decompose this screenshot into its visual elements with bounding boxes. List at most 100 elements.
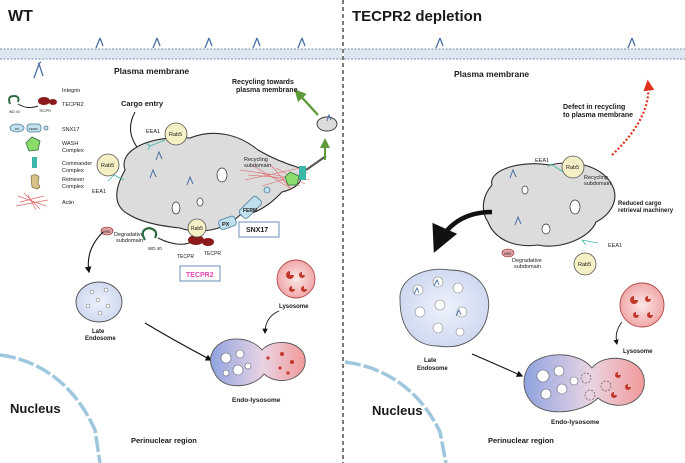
fusion-arrow-left (144, 322, 213, 361)
legend: Integrin WD 40 TECPR TECPR2 PX FERM SNX1… (8, 61, 92, 211)
degradation-arrow-right (432, 209, 493, 253)
legend-px: PX (15, 127, 19, 131)
degradative-subdomain-right-2: subdomain (514, 264, 541, 270)
legend-retriever-2: Complex (62, 184, 84, 190)
recycling-towards-1: Recycling towards (232, 79, 294, 86)
rab5-left-label: Rab5 (101, 163, 114, 169)
endo-lysosome-right (523, 354, 645, 413)
endo-lysosome-right-vesicles (536, 365, 579, 400)
nucleus-right-label: Nucleus (372, 403, 423, 418)
legend-tecpr2: TECPR2 (62, 102, 84, 108)
membrane-integrins (95, 37, 636, 49)
perinuclear-right-label: Perinuclear region (488, 436, 554, 445)
endo-lysosome-left (210, 338, 306, 387)
legend-commander-2: Complex (62, 168, 84, 174)
tecpr2-snx17-complex (141, 186, 271, 246)
lysosome-arrow-left (262, 310, 280, 335)
late-endosome-left-vesicles (85, 287, 111, 316)
degradative-subdomain-1: Degradative (114, 232, 144, 238)
lysosome-left (276, 259, 316, 299)
legend-wash-2: Complex (62, 148, 84, 154)
eea1-left: EEA1 (92, 189, 106, 195)
reduced-retrieval-1: Reduced cargo (618, 201, 662, 207)
tecpr2-box (179, 265, 221, 282)
plasma-membrane-right (344, 48, 685, 60)
perinuclear-left-label: Perinuclear region (131, 436, 197, 445)
late-endosome-right-2: Endosome (417, 366, 448, 372)
late-endosome-left-2: Endosome (85, 336, 116, 342)
recycling-subdomain-right-1: Recycling (584, 175, 608, 181)
eea1-bottom-right: EEA1 (608, 243, 622, 249)
commander-complex-icon (32, 157, 37, 168)
legend-ferm: FERM (29, 127, 38, 131)
rab5-top-right (561, 155, 585, 179)
wd40-left: WD 40 (148, 246, 162, 251)
legend-retriever-1: Retriever (62, 177, 84, 183)
endosome-vesicles-right (521, 185, 581, 235)
rab5-top-left (164, 122, 188, 146)
tecpr-label-a: TECPR (177, 254, 194, 260)
cargo-entry-label: Cargo entry (121, 99, 164, 108)
ferm-label: FERM (243, 208, 257, 214)
recycling-towards-2: plasma membrane (236, 87, 298, 94)
reduced-retrieval-2: retrieval machinery (618, 208, 674, 214)
fusion-arrow-right (471, 353, 524, 377)
actin-icon (15, 192, 49, 211)
integrin-icon (33, 61, 44, 79)
lysosome-left-label: Lysosome (279, 304, 309, 310)
hrs-left (100, 226, 114, 236)
eea1-top-left: EEA1 (146, 129, 160, 135)
lysosome-arrow-right (613, 321, 623, 346)
rab5-top-right-label: Rab5 (566, 165, 579, 171)
endosome-vesicles-left (171, 167, 228, 215)
defect-recycling-2: to plasma membrane (563, 112, 633, 119)
endo-lysosome-right-dashed (580, 372, 612, 401)
plasma-membrane-label-left: Plasma membrane (114, 66, 189, 76)
right-panel-title: TECPR2 depletion (352, 8, 482, 25)
late-endosome-right-1: Late (424, 358, 437, 364)
snx17-icon (9, 123, 49, 133)
nucleus-left-label: Nucleus (10, 401, 61, 416)
hrs-right-label: HRS (504, 252, 512, 256)
legend-commander-1: Commander (62, 161, 92, 167)
hrs-left-label: HRS (103, 230, 111, 234)
tecpr-label-b: TECPR (204, 251, 221, 257)
endo-lysosome-right-content (611, 372, 631, 398)
tecpr2-icon (8, 94, 57, 109)
endo-lysosome-left-label: Endo-lysosome (232, 397, 281, 404)
defect-recycling-1: Defect in recycling (563, 104, 625, 111)
retriever-complex-icon (30, 174, 41, 190)
recycling-subdomain-right-2: subdomain (584, 181, 611, 187)
rab5-left (96, 153, 120, 177)
plasma-membrane-left (0, 48, 342, 60)
snx17-box (238, 221, 280, 238)
lysosome-right-content (630, 296, 653, 318)
defect-recycling-arrow (611, 79, 655, 156)
lysosome-left-content (286, 271, 307, 292)
legend-wd40: WD 40 (9, 110, 20, 114)
rab5-bottom-left (187, 218, 207, 238)
legend-wash-1: WASH (62, 141, 78, 147)
endo-lysosome-right-label: Endo-lysosome (551, 419, 600, 426)
endosome-integrins-right (509, 168, 522, 226)
tecpr2-box-label: TECPR2 (186, 272, 214, 279)
late-endosome-right-integrins (413, 278, 462, 317)
lysosome-right-label: Lysosome (623, 349, 653, 355)
legend-actin: Actin (62, 200, 74, 206)
recycling-subdomain-1: Recycling (244, 157, 268, 163)
left-panel-title: WT (8, 8, 33, 25)
legend-snx17: SNX17 (62, 127, 79, 133)
eea1-top-right: EEA1 (535, 158, 549, 164)
rab5-bottom-left-label: Rab5 (191, 226, 203, 232)
px-label: PX (222, 222, 230, 228)
nuclear-envelope-right (344, 360, 448, 463)
hrs-right (501, 248, 515, 258)
rab5-bottom-right (573, 252, 597, 276)
nuclear-envelope-left (0, 353, 102, 463)
legend-integrin: Integrin (62, 88, 80, 94)
plasma-membrane-label-right: Plasma membrane (454, 69, 529, 79)
rab5-bottom-right-label: Rab5 (578, 262, 591, 268)
legend-tecpr: TECPR (39, 109, 51, 113)
